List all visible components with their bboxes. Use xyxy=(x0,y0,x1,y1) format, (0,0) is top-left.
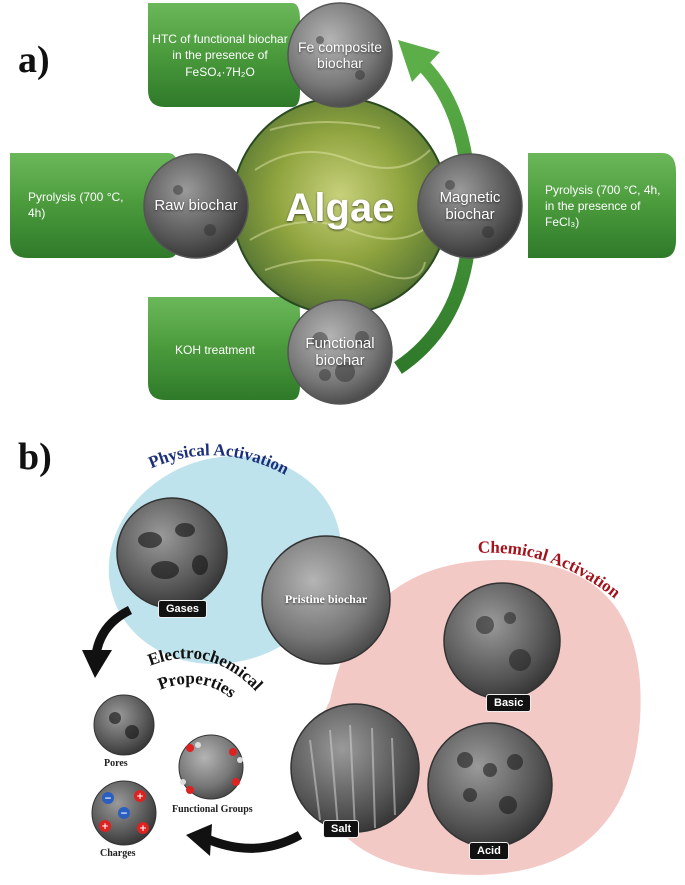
arrow-salt-to-properties xyxy=(203,831,303,853)
gases-tag: Gases xyxy=(158,600,208,618)
charge-symbols: − + + − + xyxy=(99,790,149,834)
electrochemical-title-line2: Properties xyxy=(155,669,240,702)
pill-raw-text: Pyrolysis (700 °C, 4h) xyxy=(28,189,124,220)
pill-raw xyxy=(10,153,178,258)
arrow-salt-to-properties-head xyxy=(186,824,212,856)
arrow-to-electrochemical xyxy=(91,605,133,656)
pill-fe xyxy=(148,3,300,107)
pores-label: Pores xyxy=(104,758,128,769)
pristine-biochar-label: Pristine biochar xyxy=(284,592,368,607)
svg-text:+: + xyxy=(139,824,147,834)
svg-text:−: − xyxy=(120,809,128,819)
sem-pores-holes xyxy=(109,712,139,739)
svg-text:+: + xyxy=(136,792,144,802)
salt-tag: Salt xyxy=(323,820,360,838)
functional-biochar-label: Functional biochar xyxy=(305,334,375,369)
pill-koh-text: KOH treatment xyxy=(174,342,256,357)
sem-magnetic xyxy=(417,153,523,259)
sem-pore-texture xyxy=(173,36,494,382)
panel-b-label: b) xyxy=(18,436,52,478)
sem-pores xyxy=(93,694,155,756)
raw-biochar-label: Raw biochar xyxy=(154,197,238,215)
algae-label: Algae xyxy=(285,186,395,230)
svg-text:+: + xyxy=(101,822,109,832)
pill-koh xyxy=(148,297,300,400)
fe-composite-label: Fe composite biochar xyxy=(297,38,383,71)
pill-fe-text: HTC of functional biochar in the presenc… xyxy=(152,32,288,79)
curved-arrow-head xyxy=(398,40,440,82)
functional-group-molecules xyxy=(180,742,243,794)
sem-functional-groups xyxy=(178,734,244,800)
pill-magnetic xyxy=(528,153,676,258)
sem-basic-texture xyxy=(476,612,531,671)
sem-acid-texture xyxy=(457,752,523,814)
sem-pristine xyxy=(261,535,391,665)
sem-gases-pores xyxy=(138,523,208,579)
sem-raw xyxy=(143,153,249,259)
basic-tag: Basic xyxy=(486,694,532,712)
sem-basic xyxy=(443,582,561,700)
arrow-to-electrochemical-head xyxy=(82,650,112,678)
sem-salt-texture xyxy=(309,724,396,831)
sem-functional xyxy=(287,299,393,405)
pill-magnetic-text: Pyrolysis (700 °C, 4h, in the presence o… xyxy=(545,182,661,230)
panel-a-label: a) xyxy=(18,39,50,81)
svg-text:−: − xyxy=(104,794,112,804)
functional-groups-label: Functional Groups xyxy=(172,804,253,815)
charges-label: Charges xyxy=(100,848,136,859)
magnetic-biochar-label: Magnetic biochar xyxy=(439,188,501,223)
acid-tag: Acid xyxy=(469,842,509,860)
sem-gases xyxy=(116,497,228,609)
sem-fe xyxy=(287,2,393,108)
sem-acid xyxy=(427,722,553,848)
algae-texture xyxy=(249,120,431,280)
